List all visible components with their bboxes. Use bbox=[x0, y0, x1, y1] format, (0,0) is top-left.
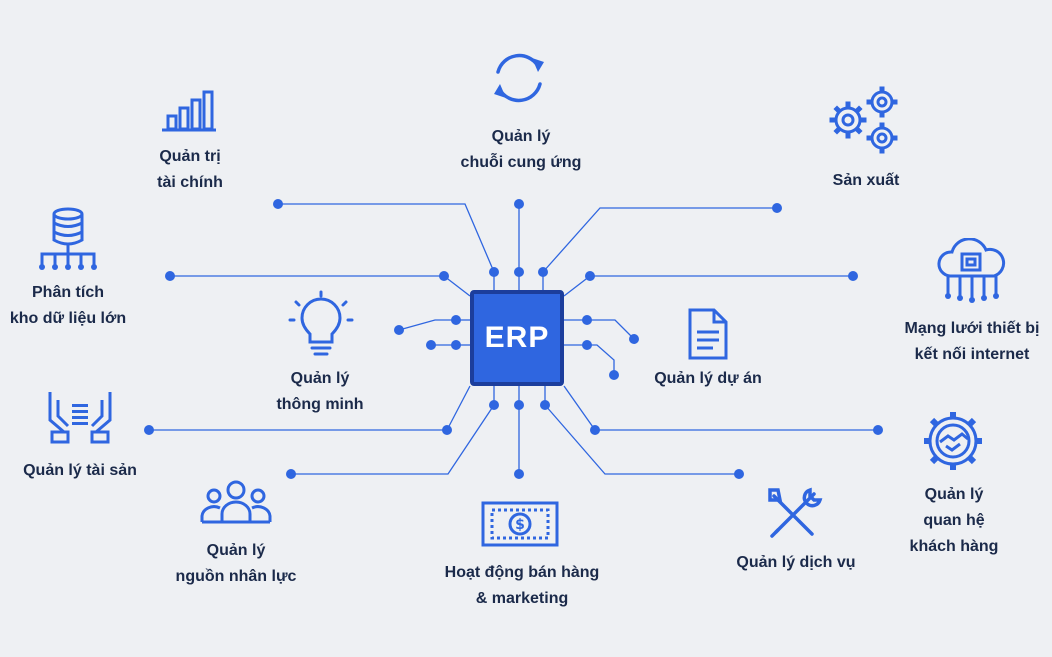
label-sales: Hoạt động bán hàng& marketing bbox=[444, 564, 600, 607]
erp-hub: ERP bbox=[470, 290, 564, 386]
label-service: Quản lý dịch vụ bbox=[736, 554, 856, 571]
wire-service bbox=[544, 404, 739, 475]
label-production: Sản xuất bbox=[832, 172, 900, 189]
people-icon bbox=[200, 480, 272, 524]
hands-coins-icon bbox=[48, 392, 112, 444]
label-assets: Quản lý tài sản bbox=[23, 462, 137, 479]
document-icon bbox=[688, 308, 728, 360]
erp-hub-label: ERP bbox=[484, 321, 550, 354]
wire-hr bbox=[291, 404, 495, 475]
label-project: Quản lý dự án bbox=[654, 370, 762, 387]
sync-icon bbox=[494, 53, 544, 103]
lightbulb-icon bbox=[288, 290, 354, 356]
cloud-chip-icon bbox=[937, 238, 1006, 303]
wire-smart-a bbox=[398, 319, 456, 331]
bar-chart-icon bbox=[162, 90, 216, 132]
handshake-gear-icon bbox=[924, 412, 982, 470]
gears-icon bbox=[829, 86, 898, 154]
banknote-icon: $ bbox=[481, 501, 559, 547]
database-icon bbox=[39, 207, 97, 270]
svg-text:$: $ bbox=[515, 517, 525, 533]
wire-finance bbox=[278, 203, 495, 273]
wire-production bbox=[542, 207, 777, 273]
wire-project-a bbox=[587, 319, 635, 340]
tools-icon bbox=[768, 487, 823, 538]
wire-project-b bbox=[587, 344, 615, 375]
